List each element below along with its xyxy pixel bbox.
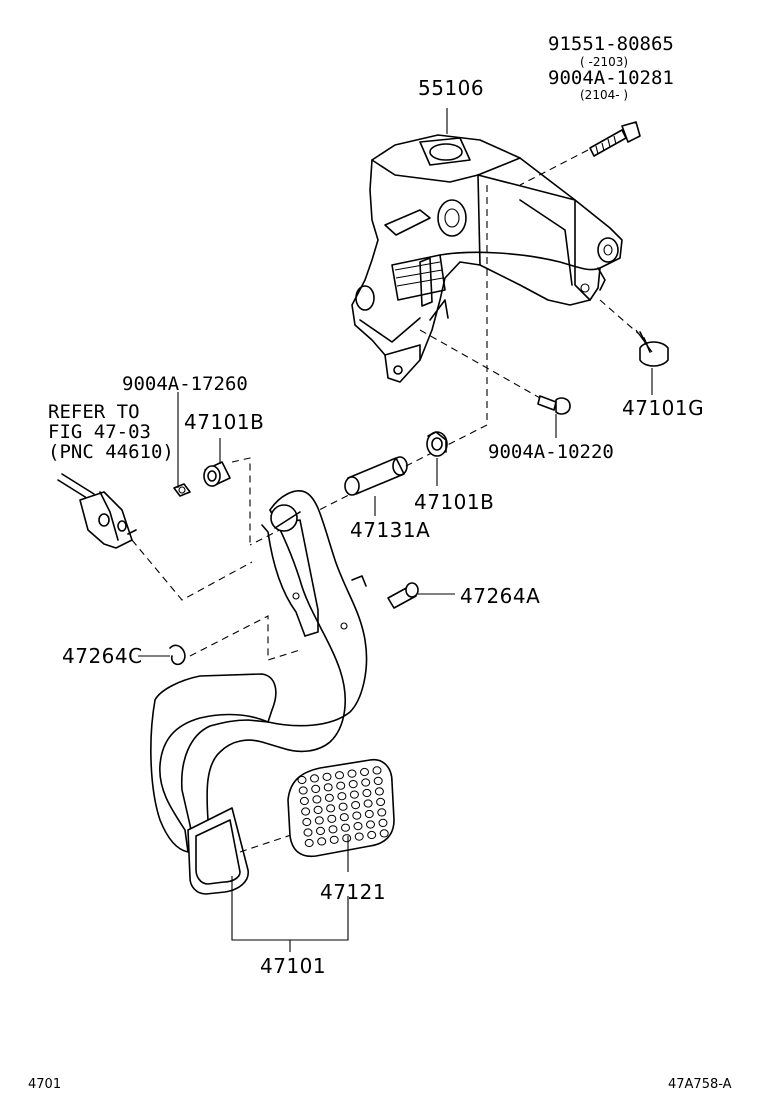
pad-tread-dot	[376, 797, 386, 807]
refer-line-1: REFER TO	[48, 401, 140, 423]
label-47101G: 47101G	[622, 396, 705, 420]
pad-tread-dot	[317, 837, 327, 846]
label-47264A: 47264A	[460, 584, 541, 608]
pad-tread-dot	[323, 783, 333, 792]
pad-tread-dot	[348, 780, 358, 789]
pad-tread-dot	[324, 793, 334, 802]
pad-tread-dot	[373, 776, 383, 786]
pad-tread-dot	[377, 808, 387, 817]
label-55106: 55106	[418, 76, 485, 100]
pad-tread-dot	[304, 838, 314, 848]
pad-tread-dot	[335, 771, 344, 780]
pad-tread-dot	[301, 807, 311, 816]
label-9004A-10281-range: (2104- )	[580, 88, 629, 102]
label-9004A-10220: 9004A-10220	[488, 441, 614, 463]
collar-47131A	[344, 456, 408, 496]
bolt-10220-axis-line	[419, 329, 541, 399]
pad-tread-dot	[326, 804, 336, 813]
label-47101B-upper: 47101B	[184, 410, 265, 434]
pad-tread-dot	[322, 772, 332, 781]
clip-47264C	[169, 644, 186, 666]
pad-tread-dot	[341, 823, 350, 832]
pad-tread-dot	[336, 781, 346, 790]
bolt-9004A-10220	[537, 395, 571, 415]
pad-tread-dot	[311, 784, 321, 794]
bracket-55106	[351, 134, 623, 383]
pad-tread-dot	[339, 813, 349, 822]
pad-tread-dot	[303, 828, 313, 837]
bushing-left-axis-line	[231, 457, 251, 545]
pad-tread-dot	[362, 788, 372, 798]
pad-tread-dot	[314, 816, 324, 825]
pad-tread-dot	[312, 795, 322, 804]
pad-tread-dot	[366, 820, 375, 829]
label-9004A-10281: 9004A-10281	[548, 67, 674, 89]
label-9004A-17260: 9004A-17260	[122, 373, 248, 395]
clevis-ref-44610	[57, 473, 137, 549]
pad-tread-dot	[297, 775, 307, 785]
label-47101B-lower: 47101B	[414, 490, 495, 514]
pin-47264A	[387, 582, 419, 609]
pad-tread-dot	[360, 767, 369, 777]
pad-tread-dot	[374, 787, 384, 796]
pad-tread-dot	[337, 792, 347, 801]
bolt-91551-80865	[589, 121, 641, 157]
pad-tread-dot	[338, 802, 348, 811]
pad-tread-dot	[342, 834, 352, 843]
clip-axis-line	[189, 615, 301, 661]
label-91551-range: ( -2103)	[580, 55, 629, 69]
pad-tread-dot	[353, 822, 363, 831]
pedal-arm-47101	[150, 490, 368, 895]
pad-tread-dot	[298, 786, 308, 795]
leader-lines	[138, 108, 653, 952]
pad-tread-dot	[299, 796, 309, 806]
pad-tread-dot	[354, 832, 364, 841]
pad-tread-dot	[351, 801, 361, 810]
pivot-axis-line	[249, 185, 488, 546]
pad-tread-dot	[347, 769, 357, 778]
label-47121: 47121	[320, 880, 387, 904]
pad-tread-dot	[316, 826, 325, 836]
pad-tread-dot	[364, 809, 374, 819]
label-91551-80865: 91551-80865	[548, 33, 674, 55]
pad-tread-dot	[313, 805, 323, 815]
bolt-top-axis-line	[519, 149, 589, 186]
nut-9004A-17260	[173, 483, 191, 497]
pad-tread-dot	[310, 774, 319, 783]
pad-tread-dot	[378, 818, 388, 828]
bolt-47101G-axis-line	[599, 299, 641, 336]
label-47131A: 47131A	[350, 518, 431, 542]
refer-line-2: FIG 47-03	[48, 421, 151, 443]
pad-tread-dot	[302, 817, 312, 827]
label-47264C: 47264C	[62, 644, 143, 668]
footer-illustration-code: 47A758-A	[668, 1077, 732, 1092]
pad-tread-dot	[372, 766, 382, 775]
pad-tread-dot	[367, 830, 377, 840]
pad-tread-dot	[379, 829, 389, 838]
bushing-47101B-right	[426, 431, 448, 457]
bushing-47101B-left	[203, 461, 231, 487]
clevis-axis-line	[131, 539, 253, 601]
refer-line-3: (PNC 44610)	[48, 441, 174, 463]
pad-tread-dot	[349, 790, 359, 799]
pad-tread-dot	[363, 799, 373, 808]
pad-tread-dot	[327, 814, 337, 823]
label-47101: 47101	[260, 954, 327, 978]
pedal-pad-47121	[287, 758, 395, 858]
footer-figure-number: 4701	[28, 1077, 62, 1092]
pad-tread-dot	[361, 778, 371, 787]
pad-tread-dot	[329, 835, 339, 844]
pad-tread-dot	[328, 825, 338, 834]
bolt-47101G	[635, 329, 669, 367]
pad-tread-dot	[352, 811, 362, 820]
